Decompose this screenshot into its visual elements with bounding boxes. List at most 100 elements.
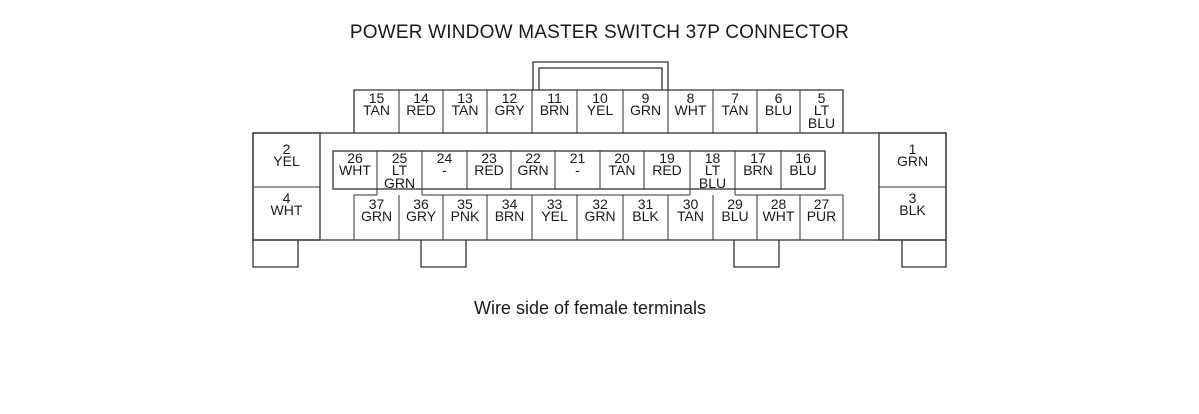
- pin-number: 24: [436, 150, 453, 166]
- wire-color: BRN: [743, 162, 773, 178]
- wire-color: BLU: [721, 208, 749, 224]
- pin-number: 22: [525, 150, 541, 166]
- foot-center-right: [733, 240, 780, 268]
- pin-number: 37: [368, 196, 385, 212]
- pin-number: 2: [282, 141, 291, 157]
- wire-color: LT BLU: [807, 102, 836, 131]
- pin-number: 34: [501, 196, 518, 212]
- wire-color: PUR: [806, 208, 837, 224]
- pin-cell-24: 24-: [422, 150, 467, 178]
- wire-color: GRN: [896, 153, 929, 169]
- pin-number: 7: [731, 90, 739, 106]
- wire-color: RED: [474, 162, 504, 178]
- wire-color: BRN: [539, 102, 570, 118]
- wire-color: BRN: [494, 208, 525, 224]
- wire-color: WHT: [339, 162, 371, 178]
- pin-number: 4: [282, 190, 291, 206]
- wire-color: PNK: [450, 208, 480, 224]
- pin-number: 13: [457, 90, 473, 106]
- pin-number: 6: [774, 90, 783, 106]
- pin-number: 35: [457, 196, 473, 212]
- wire-color: TAN: [451, 102, 479, 118]
- wire-color: BLK: [632, 208, 659, 224]
- pin-number: 15: [368, 90, 385, 106]
- wire-color: GRN: [629, 102, 662, 118]
- pin-number: 14: [413, 90, 429, 106]
- wire-color: LT BLU: [698, 162, 727, 191]
- inner-pocket: [332, 150, 826, 190]
- foot-left: [252, 240, 299, 268]
- wire-color: RED: [406, 102, 436, 118]
- wire-color: LT GRN: [383, 162, 416, 191]
- pin-cell-21: 21-: [555, 150, 600, 178]
- pin-number: 12: [501, 90, 518, 106]
- pin-number: 31: [637, 196, 654, 212]
- pin-number: 33: [546, 196, 563, 212]
- wire-color: TAN: [677, 208, 704, 224]
- pin-number: 19: [659, 150, 675, 166]
- pin-number: 1: [908, 141, 917, 157]
- pin-number: 16: [795, 150, 811, 166]
- pin-number: 30: [682, 196, 699, 212]
- pin-number: 20: [614, 150, 630, 166]
- wire-color: -: [442, 162, 447, 178]
- wire-color: BLK: [899, 202, 926, 218]
- wire-color: TAN: [608, 162, 636, 178]
- foot-center-left: [420, 240, 467, 268]
- latch-tab-inner: [538, 67, 663, 90]
- wire-color: YEL: [541, 208, 568, 224]
- wire-color: GRY: [405, 208, 437, 224]
- pin-number: 26: [347, 150, 363, 166]
- wire-color: -: [575, 162, 580, 178]
- pin-number: 25: [391, 150, 408, 166]
- diagram-title: POWER WINDOW MASTER SWITCH 37P CONNECTOR: [349, 22, 850, 43]
- latch-tab-outer: [532, 61, 669, 90]
- pin-number: 3: [908, 190, 917, 206]
- pin-number: 36: [413, 196, 429, 212]
- wire-color: RED: [652, 162, 682, 178]
- wire-color: WHT: [674, 102, 707, 118]
- pin-number: 21: [569, 150, 586, 166]
- pin-number: 8: [686, 90, 695, 106]
- diagram-caption: Wire side of female terminals: [473, 298, 707, 318]
- pin-number: 11: [547, 90, 562, 106]
- pin-number: 5: [817, 90, 826, 106]
- wire-color: YEL: [586, 102, 614, 118]
- wire-color: GRN: [584, 208, 616, 224]
- pin-number: 23: [481, 150, 497, 166]
- foot-right: [901, 240, 947, 268]
- pin-number: 18: [704, 150, 721, 166]
- wire-color: WHT: [762, 208, 795, 224]
